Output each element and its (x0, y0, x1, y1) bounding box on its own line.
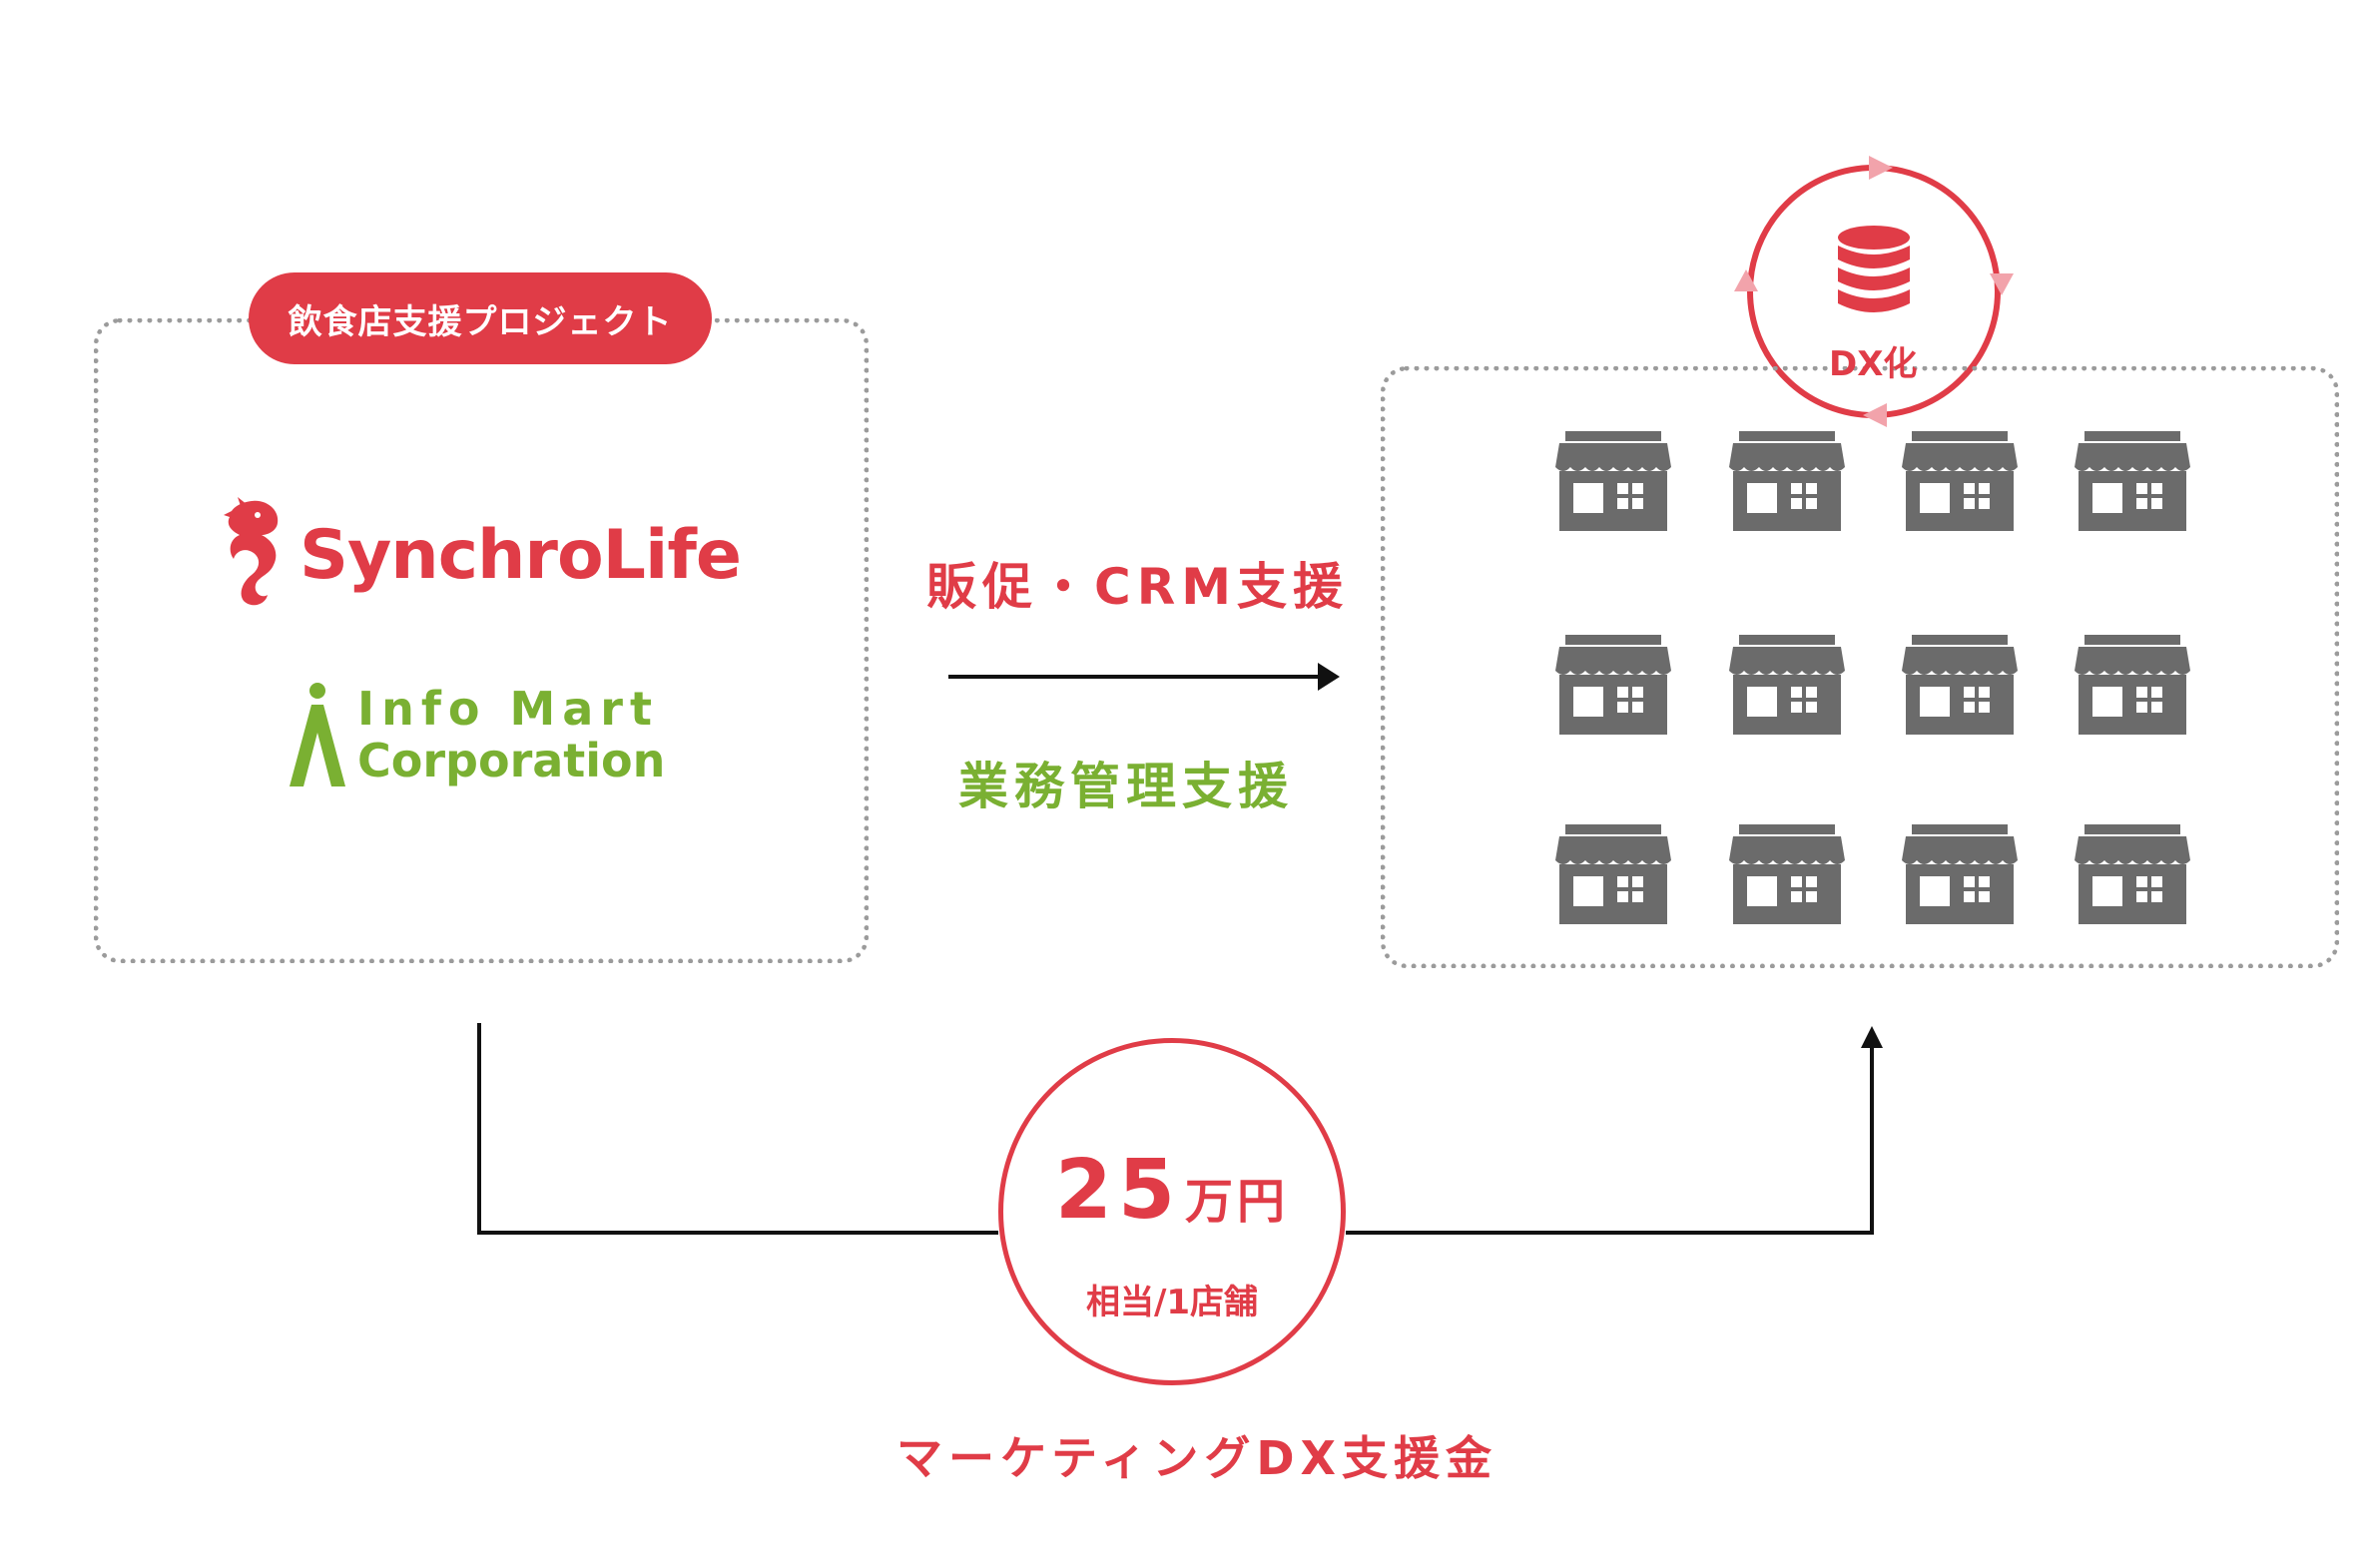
cycle-arrow-right (1990, 273, 2014, 295)
store-icon (1729, 635, 1845, 735)
project-label: 飲食店支援プロジェクト (249, 272, 712, 364)
synchrolife-logo: SynchroLife (222, 495, 742, 615)
subsidy-circle: 25万円 相当/1店舗 (998, 1038, 1346, 1385)
infomart-mark-icon (290, 683, 345, 786)
store-icon (2075, 635, 2190, 735)
store-icon (1555, 824, 1671, 924)
subsidy-flow-left (477, 1023, 998, 1235)
subsidy-flow-right (1346, 1043, 1874, 1235)
store-icon (1902, 824, 2018, 924)
cycle-arrow-bottom (1863, 403, 1887, 427)
store-icon (1555, 635, 1671, 735)
database-icon (1838, 226, 1910, 312)
seahorse-icon (224, 497, 279, 606)
restaurants-box (1381, 366, 2339, 968)
infomart-logo: Info Mart Corporation (288, 683, 665, 786)
subsidy-unit: 万円 (1185, 1174, 1290, 1230)
subsidy-amount: 25 (1054, 1143, 1182, 1238)
store-icon (1729, 431, 1845, 531)
dx-label: DX化 (1829, 344, 1918, 384)
infomart-wordmark-line2: Corporation (357, 734, 666, 787)
store-icon (2075, 824, 2190, 924)
store-icon (1555, 431, 1671, 531)
store-icon (1902, 635, 2018, 735)
store-icon (2075, 431, 2190, 531)
subsidy-title: マーケティングDX支援金 (896, 1431, 1497, 1485)
infomart-wordmark-line1: Info Mart (357, 682, 659, 736)
operations-support-label: 業務管理支援 (958, 758, 1294, 815)
store-icon (1729, 824, 1845, 924)
cycle-arrow-top (1869, 156, 1893, 180)
store-icon (1902, 431, 2018, 531)
subsidy-per-store: 相当/1店舗 (1085, 1283, 1259, 1322)
subsidy-arrow-head (1861, 1026, 1883, 1048)
synchrolife-wordmark: SynchroLife (299, 515, 742, 595)
cycle-arrow-left (1734, 269, 1758, 291)
partners-box (94, 318, 869, 963)
promotion-support-label: 販促・CRM支援 (926, 558, 1349, 616)
support-arrow-head (1318, 663, 1340, 691)
